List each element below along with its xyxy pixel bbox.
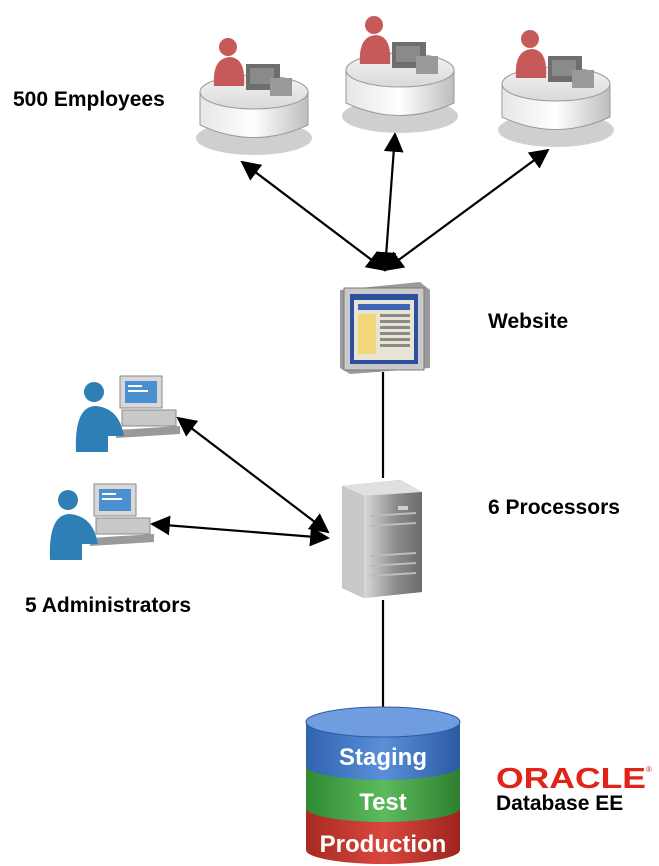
registered-mark: ® (646, 765, 652, 774)
db-layer-staging (306, 722, 460, 780)
arrow-website-employee-2 (376, 132, 404, 272)
server-tower-icon (342, 480, 422, 598)
db-label-test: Test (359, 789, 407, 816)
arrow-website-employee-3 (383, 148, 550, 272)
db-layer-production (306, 808, 460, 864)
processors-label: 6 Processors (488, 496, 620, 519)
administrators-label: 5 Administrators (25, 594, 192, 617)
website-label: Website (488, 310, 569, 333)
arrow-website-employee-1 (240, 160, 387, 272)
db-label-staging: Staging (339, 744, 427, 771)
arrow-server-admin-2 (150, 515, 330, 547)
employee-desk-icon (196, 38, 312, 155)
database-label: Database EE (496, 792, 624, 815)
database-cylinder-icon: Staging Test Production (305, 706, 461, 864)
person-at-computer-icon (75, 375, 180, 452)
connectors (150, 132, 550, 708)
employees-label: 500 Employees (13, 88, 165, 111)
person-at-computer-icon (49, 483, 154, 560)
webpage-window-icon (340, 282, 430, 374)
employee-desk-icon (498, 30, 614, 147)
oracle-logo: ORACLE (496, 763, 646, 795)
db-layer-test (306, 766, 460, 822)
db-label-production: Production (320, 831, 447, 858)
arrow-server-admin-1 (176, 416, 330, 534)
employee-desk-icon (342, 16, 458, 133)
